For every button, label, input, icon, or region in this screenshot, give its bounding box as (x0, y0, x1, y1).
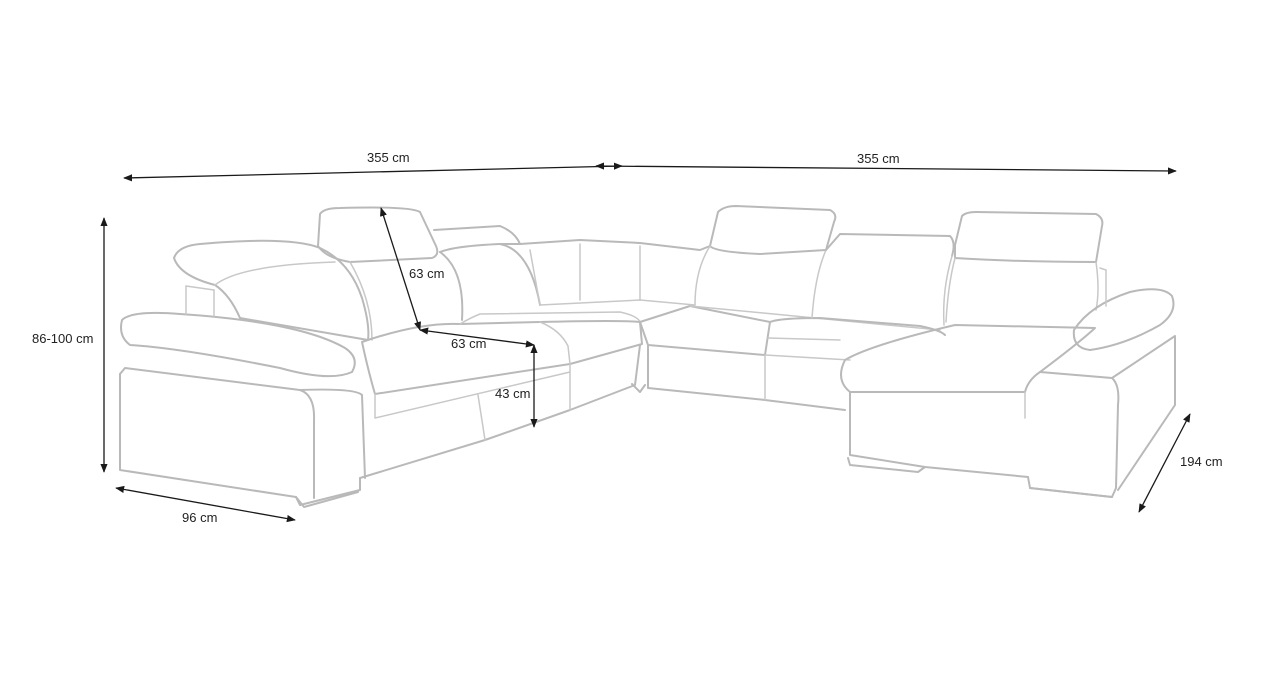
dim-line-headrest (380, 207, 421, 331)
dim-line-width-left (123, 162, 623, 182)
headrest-2 (694, 205, 837, 319)
dim-line-width-right (595, 162, 1177, 175)
left-seats (359, 311, 646, 479)
left-back-pillow (173, 239, 370, 341)
dim-line-seat-depth (419, 327, 535, 348)
label-depth: 96 cm (182, 510, 217, 525)
label-chaise-depth: 194 cm (1180, 454, 1223, 469)
corner-back (519, 239, 711, 306)
dim-line-depth (115, 485, 296, 523)
label-seat-depth: 63 cm (451, 336, 486, 351)
headrest-3 (945, 211, 1104, 323)
chaise-longue (840, 324, 1176, 498)
left-armrest (119, 367, 366, 508)
label-height: 86-100 cm (32, 331, 93, 346)
label-seat-height: 43 cm (495, 386, 530, 401)
left-armrest-headrest (120, 285, 356, 378)
right-armrest-pillow (1072, 267, 1175, 351)
right-seats (639, 305, 946, 411)
label-width-left: 355 cm (367, 150, 410, 165)
back-cushion-2 (433, 225, 541, 321)
back-cushion-right (825, 233, 955, 326)
label-width-right: 355 cm (857, 151, 900, 166)
dimension-labels: 355 cm 355 cm 86-100 cm 96 cm 63 cm 63 c… (32, 150, 1223, 525)
dimension-lines (100, 162, 1191, 523)
sofa-outline (119, 205, 1176, 508)
dim-line-chaise-depth (1138, 413, 1191, 513)
label-headrest: 63 cm (409, 266, 444, 281)
